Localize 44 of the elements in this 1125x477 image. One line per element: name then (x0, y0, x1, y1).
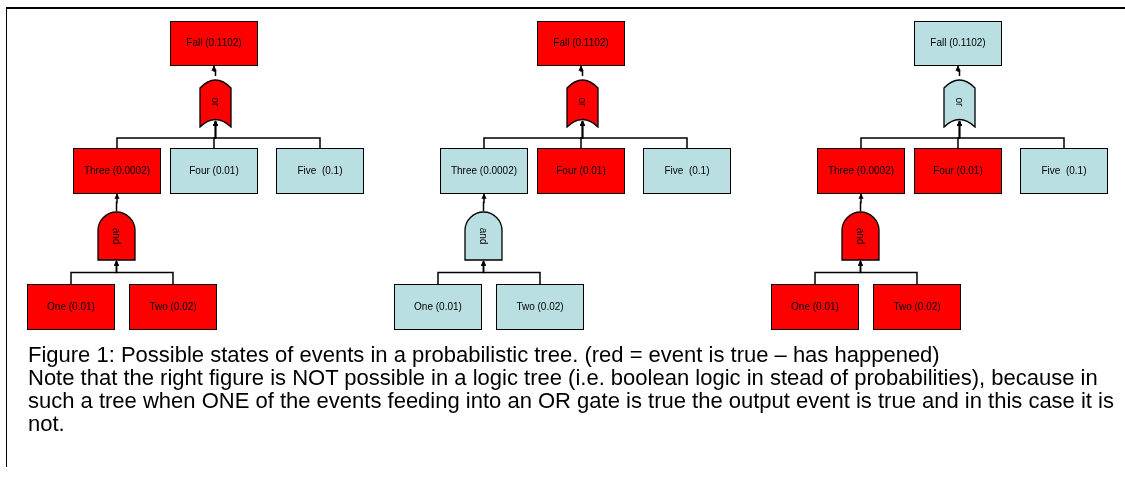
connector-arrow (857, 260, 918, 285)
event-box: One (0.01) (394, 284, 482, 330)
connector-arrow (858, 193, 864, 212)
event-box: Four (0.01) (914, 148, 1002, 194)
event-box: Three (0.0002) (440, 148, 528, 194)
and-gate (97, 211, 136, 261)
event-box: Five (0.1) (643, 148, 731, 194)
and-gate (841, 211, 880, 261)
event-box: Fall (0.1102) (537, 21, 625, 66)
gate-label: or (210, 97, 221, 107)
connector-arrow (114, 193, 120, 212)
and-gate (464, 211, 503, 261)
gate-label: and (855, 227, 866, 245)
connector-arrow (578, 65, 584, 77)
event-box: Two (0.02) (129, 284, 217, 330)
connector-arrow (481, 193, 487, 212)
event-box: Fall (0.1102) (914, 21, 1002, 66)
event-box: One (0.01) (771, 284, 859, 330)
event-box: Five (0.1) (276, 148, 364, 194)
or-gate (943, 76, 976, 128)
or-gate (199, 76, 232, 128)
event-box: Four (0.01) (170, 148, 258, 194)
event-box: Fall (0.1102) (170, 21, 258, 66)
event-box: Two (0.02) (873, 284, 961, 330)
event-box: Two (0.02) (496, 284, 584, 330)
connector-arrow (480, 260, 541, 285)
or-gate (566, 76, 599, 128)
event-box: One (0.01) (27, 284, 115, 330)
gate-label: and (478, 227, 489, 245)
gate-label: or (954, 97, 965, 107)
connector-arrow (211, 65, 217, 77)
connector-arrow (212, 120, 321, 149)
figure-caption: Figure 1: Possible states of events in a probabilistic tree. (red = event is true – has happened) (28, 343, 941, 366)
event-box: Five (0.1) (1020, 148, 1108, 194)
gate-label: and (111, 227, 122, 245)
event-box: Three (0.0002) (73, 148, 161, 194)
note-text: Note that the right figure is NOT possible in a logic tree (i.e. boolean logic in stead of probabilities), because in such a tree when ONE of the events feeding into an OR gate is true the output event is true and in this case it is not. (28, 366, 1115, 435)
gate-label: or (577, 97, 588, 107)
connector-arrow (955, 65, 961, 77)
connector-arrow (956, 120, 1065, 149)
connector-arrow (113, 260, 174, 285)
event-box: Four (0.01) (537, 148, 625, 194)
connector-arrow (579, 120, 688, 149)
event-box: Three (0.0002) (817, 148, 905, 194)
